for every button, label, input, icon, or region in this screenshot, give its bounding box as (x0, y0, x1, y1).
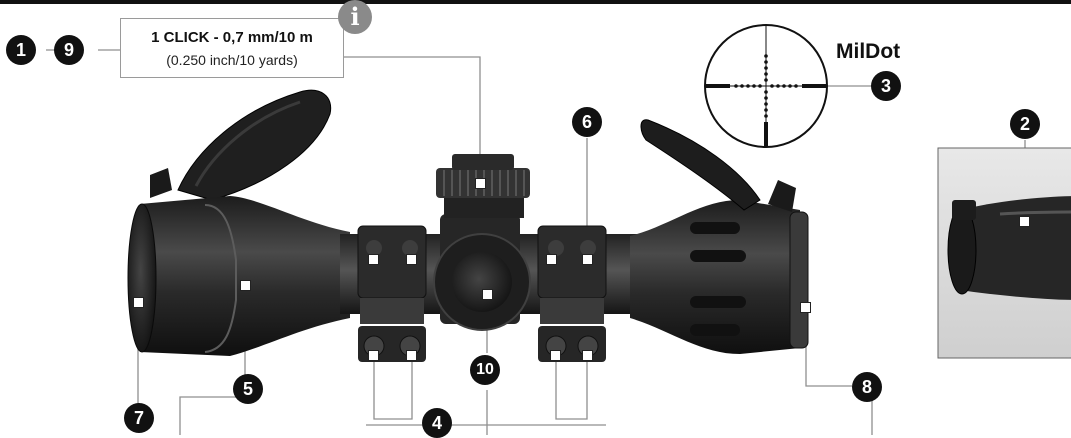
scope-body (127, 89, 809, 362)
marker-ocular (800, 302, 811, 313)
marker-ring-front-right (406, 254, 417, 265)
marker-screw-4 (582, 350, 593, 361)
marker-screw-2 (406, 350, 417, 361)
click-value-callout: 1 CLICK - 0,7 mm/10 m (0.250 inch/10 yar… (120, 18, 344, 78)
marker-ring-rear-left (546, 254, 557, 265)
label-6: 6 (572, 107, 602, 137)
marker-inset-cap (1019, 216, 1030, 227)
click-value-imperial: (0.250 inch/10 yards) (166, 52, 298, 68)
marker-ring-front-left (368, 254, 379, 265)
marker-screw-1 (368, 350, 379, 361)
marker-objective-lens (133, 297, 144, 308)
info-icon: i (338, 0, 372, 34)
marker-turret (475, 178, 486, 189)
label-3: 3 (871, 71, 901, 101)
click-value-metric: 1 CLICK - 0,7 mm/10 m (151, 29, 313, 46)
label-10: 10 (470, 355, 500, 385)
marker-side-turret (482, 289, 493, 300)
marker-ring-rear-right (582, 254, 593, 265)
top-rule (0, 0, 1071, 4)
label-2: 2 (1010, 109, 1040, 139)
mildot-reticle (704, 24, 828, 148)
label-5: 5 (233, 374, 263, 404)
label-4: 4 (422, 408, 452, 438)
label-7: 7 (124, 403, 154, 433)
mildot-label: MilDot (836, 40, 901, 63)
inset-photo (937, 147, 1071, 359)
label-8: 8 (852, 372, 882, 402)
label-1: 1 (6, 35, 36, 65)
label-9: 9 (54, 35, 84, 65)
marker-focus-ring (240, 280, 251, 291)
marker-screw-3 (550, 350, 561, 361)
